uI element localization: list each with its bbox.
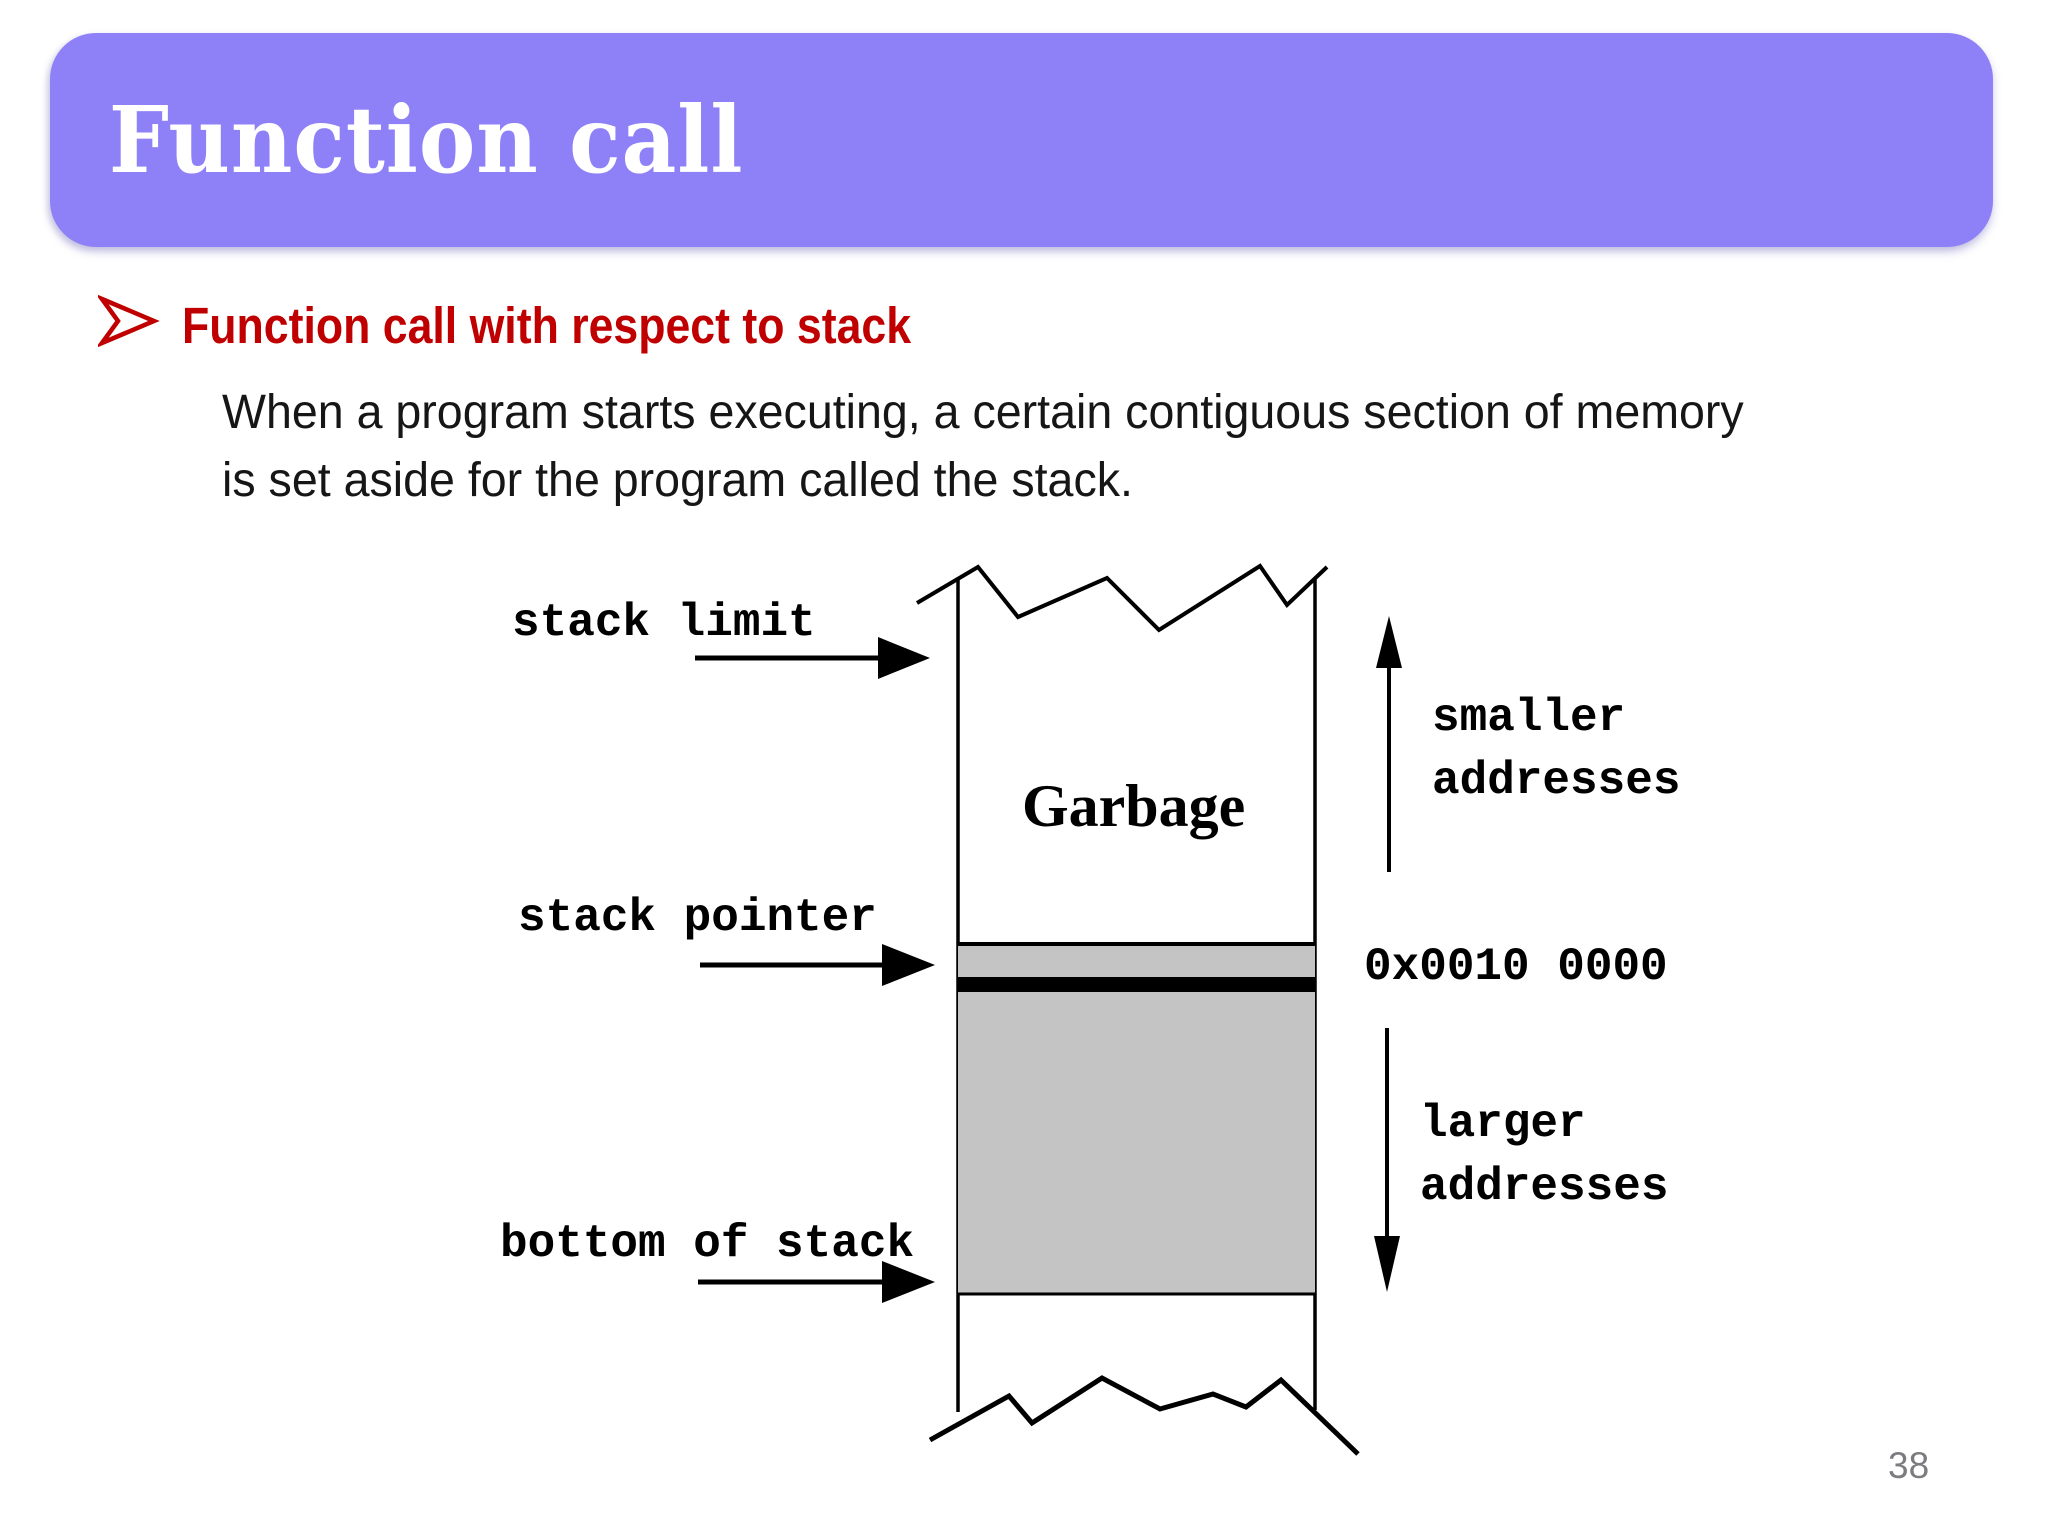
title-banner: Function call [50,33,1993,247]
stack-limit-arrow-icon [695,637,930,679]
larger-addresses-arrow-icon [1374,1028,1400,1292]
bottom-of-stack-arrow-icon [698,1261,935,1303]
smaller-addresses-label-line1: smaller [1432,692,1626,744]
larger-addresses-label-line1: larger [1420,1098,1586,1150]
stack-pointer-address-value: 0x0010 0000 [1364,941,1668,993]
section-heading: Function call with respect to stack [182,297,912,354]
garbage-label: Garbage [1022,773,1246,839]
bottom-zigzag-edge [928,1375,1360,1456]
page-number: 38 [1888,1445,1930,1486]
stack-region-lower-gray [958,992,1315,1293]
top-zigzag-edge [915,563,1329,633]
body-text-line-1: When a program starts executing, a certa… [222,386,1744,439]
stack-pointer-bar [958,977,1315,992]
smaller-addresses-arrow-icon [1376,616,1402,872]
stack-limit-label: stack limit [512,597,816,649]
larger-addresses-label-line2: addresses [1420,1161,1669,1213]
arrow-bullet-icon [98,294,160,348]
stack-region-upper-gray [958,946,1315,977]
stack-diagram [695,563,1402,1456]
body-text-line-2: is set aside for the program called the … [222,454,1133,507]
stack-pointer-label: stack pointer [518,892,877,944]
bottom-of-stack-label: bottom of stack [500,1218,915,1270]
smaller-addresses-label-line2: addresses [1432,755,1681,807]
page-title: Function call [108,86,744,194]
stack-pointer-arrow-icon [700,944,935,986]
